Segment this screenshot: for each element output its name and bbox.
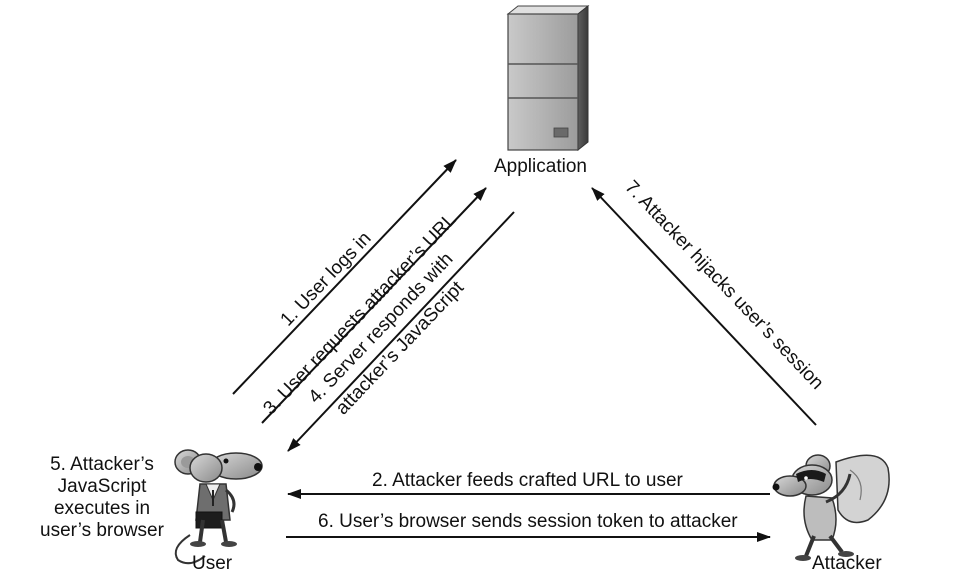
step-5-line-1: 5. Attacker’s bbox=[50, 454, 154, 475]
application-label: Application bbox=[494, 156, 587, 177]
step-5-line-3: executes in bbox=[53, 498, 151, 519]
step-5-line-2: JavaScript bbox=[57, 476, 147, 497]
step-7-label: 7. Attacker hijacks user’s session bbox=[620, 177, 827, 394]
mouse-user-icon bbox=[174, 449, 263, 565]
masked-mouse-attacker-icon bbox=[772, 454, 890, 561]
step-5-line-4: user’s browser bbox=[40, 520, 164, 541]
attacker-label: Attacker bbox=[812, 553, 882, 574]
user-label: User bbox=[192, 553, 233, 574]
step-6-label: 6. User’s browser sends session token to… bbox=[318, 511, 738, 532]
arrow-step-3 bbox=[261, 187, 487, 424]
step-2-label: 2. Attacker feeds crafted URL to user bbox=[372, 470, 683, 491]
server-icon bbox=[506, 4, 590, 152]
arrow-step-1 bbox=[232, 159, 457, 395]
step-5-label: 5. Attacker’s JavaScript executes in use… bbox=[34, 454, 170, 542]
arrow-step-7 bbox=[591, 187, 817, 426]
arrow-step-4 bbox=[287, 211, 515, 452]
